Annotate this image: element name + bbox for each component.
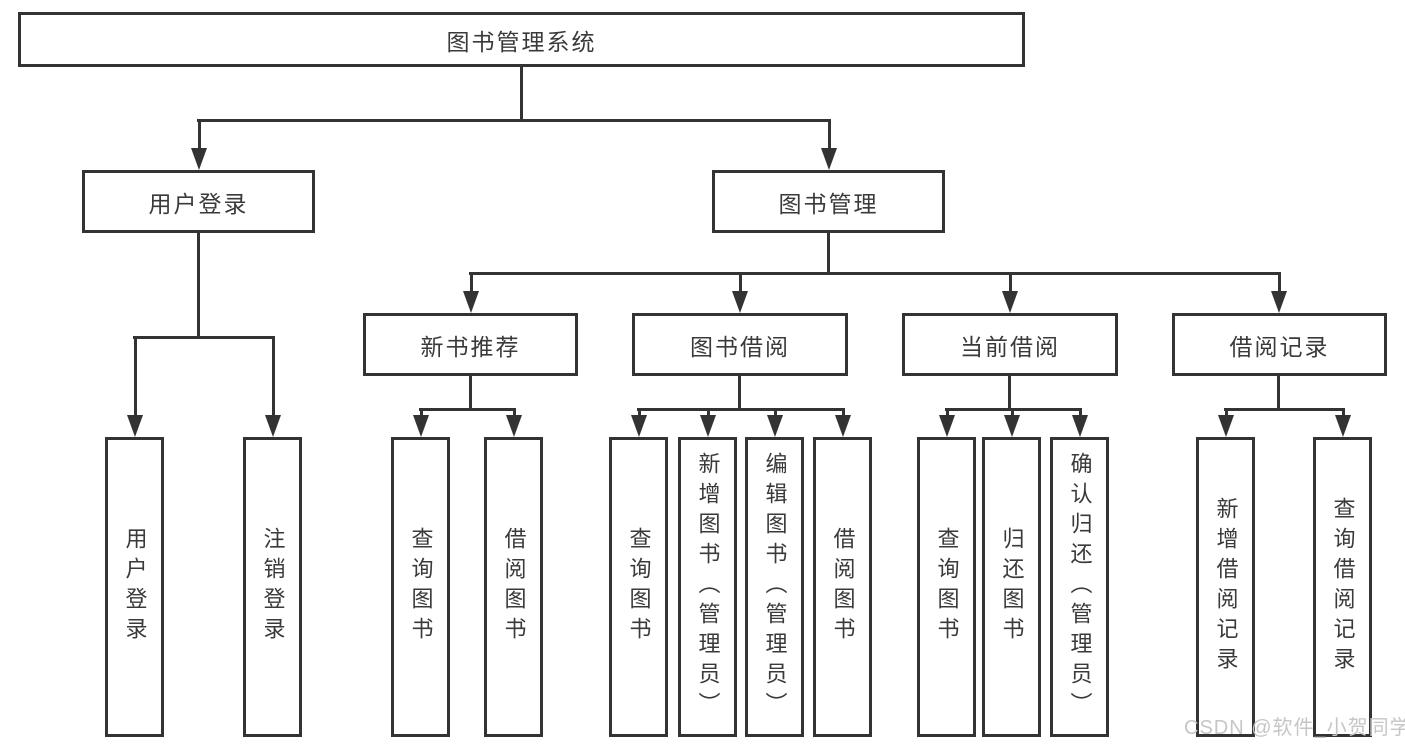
arrow-down-icon xyxy=(767,410,783,437)
connector-line xyxy=(469,272,1281,275)
arrow-down-icon xyxy=(821,121,837,170)
arrow-down-icon xyxy=(506,410,522,437)
arrow-down-icon xyxy=(463,274,479,313)
leaf-add-borrow-record: 新增借阅记录 xyxy=(1196,437,1255,737)
arrow-down-icon xyxy=(1072,410,1088,437)
arrow-down-icon xyxy=(1335,410,1351,437)
watermark: CSDN @软件_小贺同学 xyxy=(1184,717,1405,739)
connector-line xyxy=(637,408,845,411)
leaf-query-books-current: 查询图书 xyxy=(917,437,976,737)
arrow-down-icon xyxy=(700,410,716,437)
leaf-user-login: 用户登录 xyxy=(105,437,164,737)
leaf-add-books-admin: 新增图书（管理员） xyxy=(678,437,737,737)
arrow-down-icon xyxy=(631,410,647,437)
leaf-borrow-books: 借阅图书 xyxy=(813,437,872,737)
arrow-down-icon xyxy=(1271,274,1287,313)
connector-line xyxy=(469,374,472,410)
node-book-management: 图书管理 xyxy=(712,170,945,233)
leaf-confirm-return-admin: 确认归还（管理员） xyxy=(1050,437,1109,737)
node-library-system: 图书管理系统 xyxy=(18,12,1025,67)
node-book-borrow: 图书借阅 xyxy=(632,313,848,376)
leaf-borrow-books-recommend: 借阅图书 xyxy=(484,437,543,737)
leaf-query-borrow-record: 查询借阅记录 xyxy=(1313,437,1372,737)
arrow-down-icon xyxy=(732,274,748,313)
arrow-down-icon xyxy=(265,338,281,437)
node-current-borrow: 当前借阅 xyxy=(902,313,1118,376)
connector-line xyxy=(520,65,523,119)
node-borrow-records: 借阅记录 xyxy=(1172,313,1387,376)
connector-line xyxy=(827,231,830,274)
arrow-down-icon xyxy=(127,338,143,437)
leaf-edit-books-admin: 编辑图书（管理员） xyxy=(745,437,804,737)
node-new-book-recommend: 新书推荐 xyxy=(363,313,578,376)
leaf-return-books: 归还图书 xyxy=(982,437,1041,737)
arrow-down-icon xyxy=(413,410,429,437)
arrow-down-icon xyxy=(1218,410,1234,437)
arrow-down-icon xyxy=(191,121,207,170)
arrow-down-icon xyxy=(939,410,955,437)
node-user-login: 用户登录 xyxy=(82,170,315,233)
connector-line xyxy=(133,336,275,339)
connector-line xyxy=(197,119,831,122)
connector-line xyxy=(197,231,200,338)
arrow-down-icon xyxy=(1004,410,1020,437)
leaf-query-books-borrow: 查询图书 xyxy=(609,437,668,737)
arrow-down-icon xyxy=(1002,274,1018,313)
connector-line xyxy=(1008,374,1011,410)
connector-line xyxy=(945,408,1082,411)
connector-line xyxy=(419,408,516,411)
connector-line xyxy=(738,374,741,410)
connector-line xyxy=(1224,408,1345,411)
leaf-query-books-recommend: 查询图书 xyxy=(391,437,450,737)
connector-line xyxy=(1277,374,1280,410)
leaf-logout: 注销登录 xyxy=(243,437,302,737)
arrow-down-icon xyxy=(835,410,851,437)
